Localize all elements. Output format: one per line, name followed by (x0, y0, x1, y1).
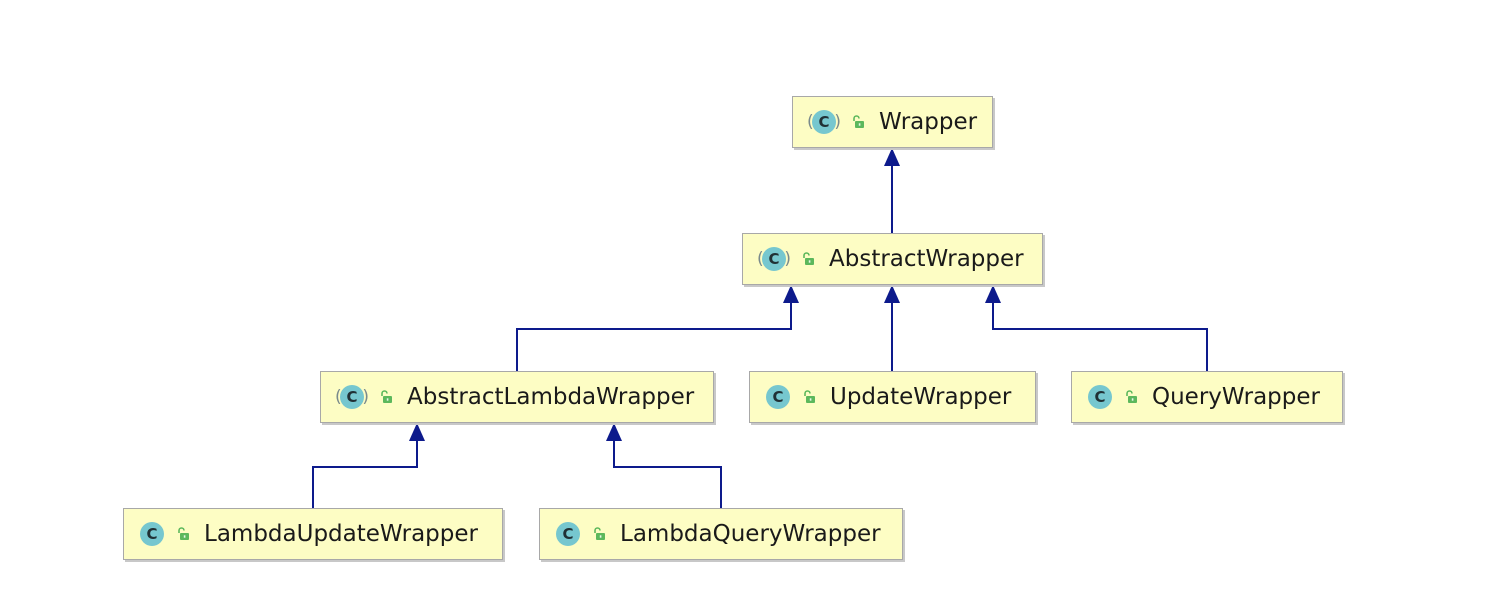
class-name-label: AbstractWrapper (829, 246, 1024, 272)
inheritance-arrowhead-icon (606, 423, 622, 441)
edge-abstract-wrapper-to-wrapper (884, 148, 900, 233)
class-icon: C (1088, 385, 1112, 409)
class-name-label: AbstractLambdaWrapper (407, 384, 695, 410)
lock-open-icon (381, 390, 392, 403)
edge-lambda-query-wrapper-to-abstract-lambda-wrapper (606, 423, 722, 508)
edge-line (992, 303, 1208, 371)
inheritance-arrowhead-icon (884, 285, 900, 303)
class-node-abstract-lambda-wrapper[interactable]: (C) AbstractLambdaWrapper (320, 371, 714, 423)
edge-line (516, 303, 792, 371)
edge-lambda-update-wrapper-to-abstract-lambda-wrapper (312, 423, 425, 508)
lock-open-icon (1126, 390, 1137, 403)
class-icon: C (766, 385, 790, 409)
inheritance-arrowhead-icon (409, 423, 425, 441)
lock-open-icon (178, 527, 189, 540)
edge-abstract-lambda-wrapper-to-abstract-wrapper (516, 285, 799, 371)
lock-open-icon (804, 390, 815, 403)
class-node-lambda-update-wrapper[interactable]: C LambdaUpdateWrapper (123, 508, 503, 560)
class-node-lambda-query-wrapper[interactable]: C LambdaQueryWrapper (539, 508, 903, 560)
class-name-label: UpdateWrapper (830, 384, 1012, 410)
abstract-class-icon: (C) (807, 110, 841, 134)
lock-open-icon (853, 115, 864, 128)
inheritance-arrowhead-icon (783, 285, 799, 303)
class-name-label: LambdaQueryWrapper (620, 521, 881, 547)
abstract-class-icon: (C) (335, 385, 369, 409)
edge-update-wrapper-to-abstract-wrapper (884, 285, 900, 371)
class-name-label: Wrapper (879, 109, 978, 135)
class-node-wrapper[interactable]: (C) Wrapper (792, 96, 993, 148)
edge-line (613, 441, 722, 508)
edge-query-wrapper-to-abstract-wrapper (985, 285, 1208, 371)
abstract-class-icon: (C) (757, 247, 791, 271)
class-name-label: QueryWrapper (1152, 384, 1320, 410)
class-node-query-wrapper[interactable]: C QueryWrapper (1071, 371, 1343, 423)
class-name-label: LambdaUpdateWrapper (204, 521, 478, 547)
class-node-abstract-wrapper[interactable]: (C) AbstractWrapper (742, 233, 1043, 285)
class-node-update-wrapper[interactable]: C UpdateWrapper (749, 371, 1036, 423)
class-icon: C (556, 522, 580, 546)
class-icon: C (140, 522, 164, 546)
edge-line (312, 441, 418, 508)
inheritance-arrowhead-icon (985, 285, 1001, 303)
inheritance-arrowhead-icon (884, 148, 900, 166)
lock-open-icon (803, 252, 814, 265)
lock-open-icon (594, 527, 605, 540)
